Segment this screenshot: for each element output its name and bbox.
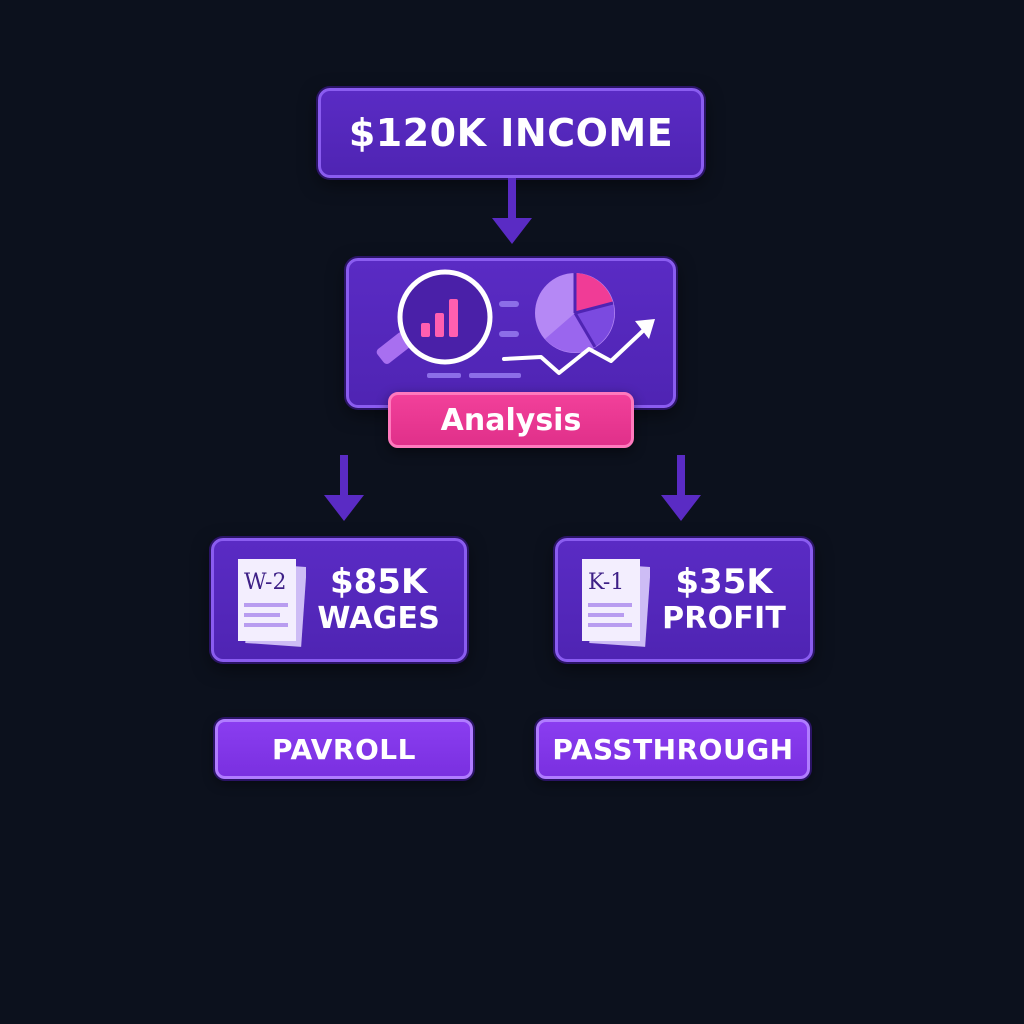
payroll-tag: PAVROLL bbox=[215, 719, 473, 779]
income-label: $120K INCOME bbox=[348, 111, 674, 155]
k1-form-label: K-1 bbox=[588, 570, 624, 595]
passthrough-tag: PASSTHROUGH bbox=[536, 719, 810, 779]
arrow-down-icon bbox=[492, 178, 532, 244]
arrow-down-icon bbox=[324, 455, 364, 521]
magnifier-bar-chart-icon bbox=[376, 269, 493, 365]
analysis-illustration bbox=[376, 269, 655, 378]
w2-amount: $85K bbox=[329, 562, 428, 602]
passthrough-tag-label: PASSTHROUGH bbox=[552, 732, 794, 766]
k1-profit-box: K-1 $35K PROFIT bbox=[555, 538, 813, 662]
k1-amount: $35K bbox=[675, 562, 773, 602]
trend-up-arrow-icon bbox=[502, 319, 655, 375]
w2-wages-box: W-2 $85K WAGES bbox=[211, 538, 467, 662]
document-icon: K-1 bbox=[582, 559, 650, 647]
pie-chart-icon bbox=[535, 273, 615, 353]
k1-description: PROFIT bbox=[662, 601, 786, 636]
k1-text-block: $35K PROFIT bbox=[662, 563, 786, 637]
w2-text-block: $85K WAGES bbox=[317, 563, 440, 637]
analysis-badge: Analysis bbox=[388, 392, 634, 448]
document-icon: W-2 bbox=[238, 559, 306, 647]
payroll-tag-label: PAVROLL bbox=[272, 732, 416, 766]
arrow-down-icon bbox=[661, 455, 701, 521]
income-box: $120K INCOME bbox=[318, 88, 704, 178]
analysis-label: Analysis bbox=[440, 402, 582, 438]
w2-form-label: W-2 bbox=[244, 570, 286, 595]
w2-description: WAGES bbox=[317, 601, 440, 636]
analysis-box bbox=[346, 258, 676, 408]
